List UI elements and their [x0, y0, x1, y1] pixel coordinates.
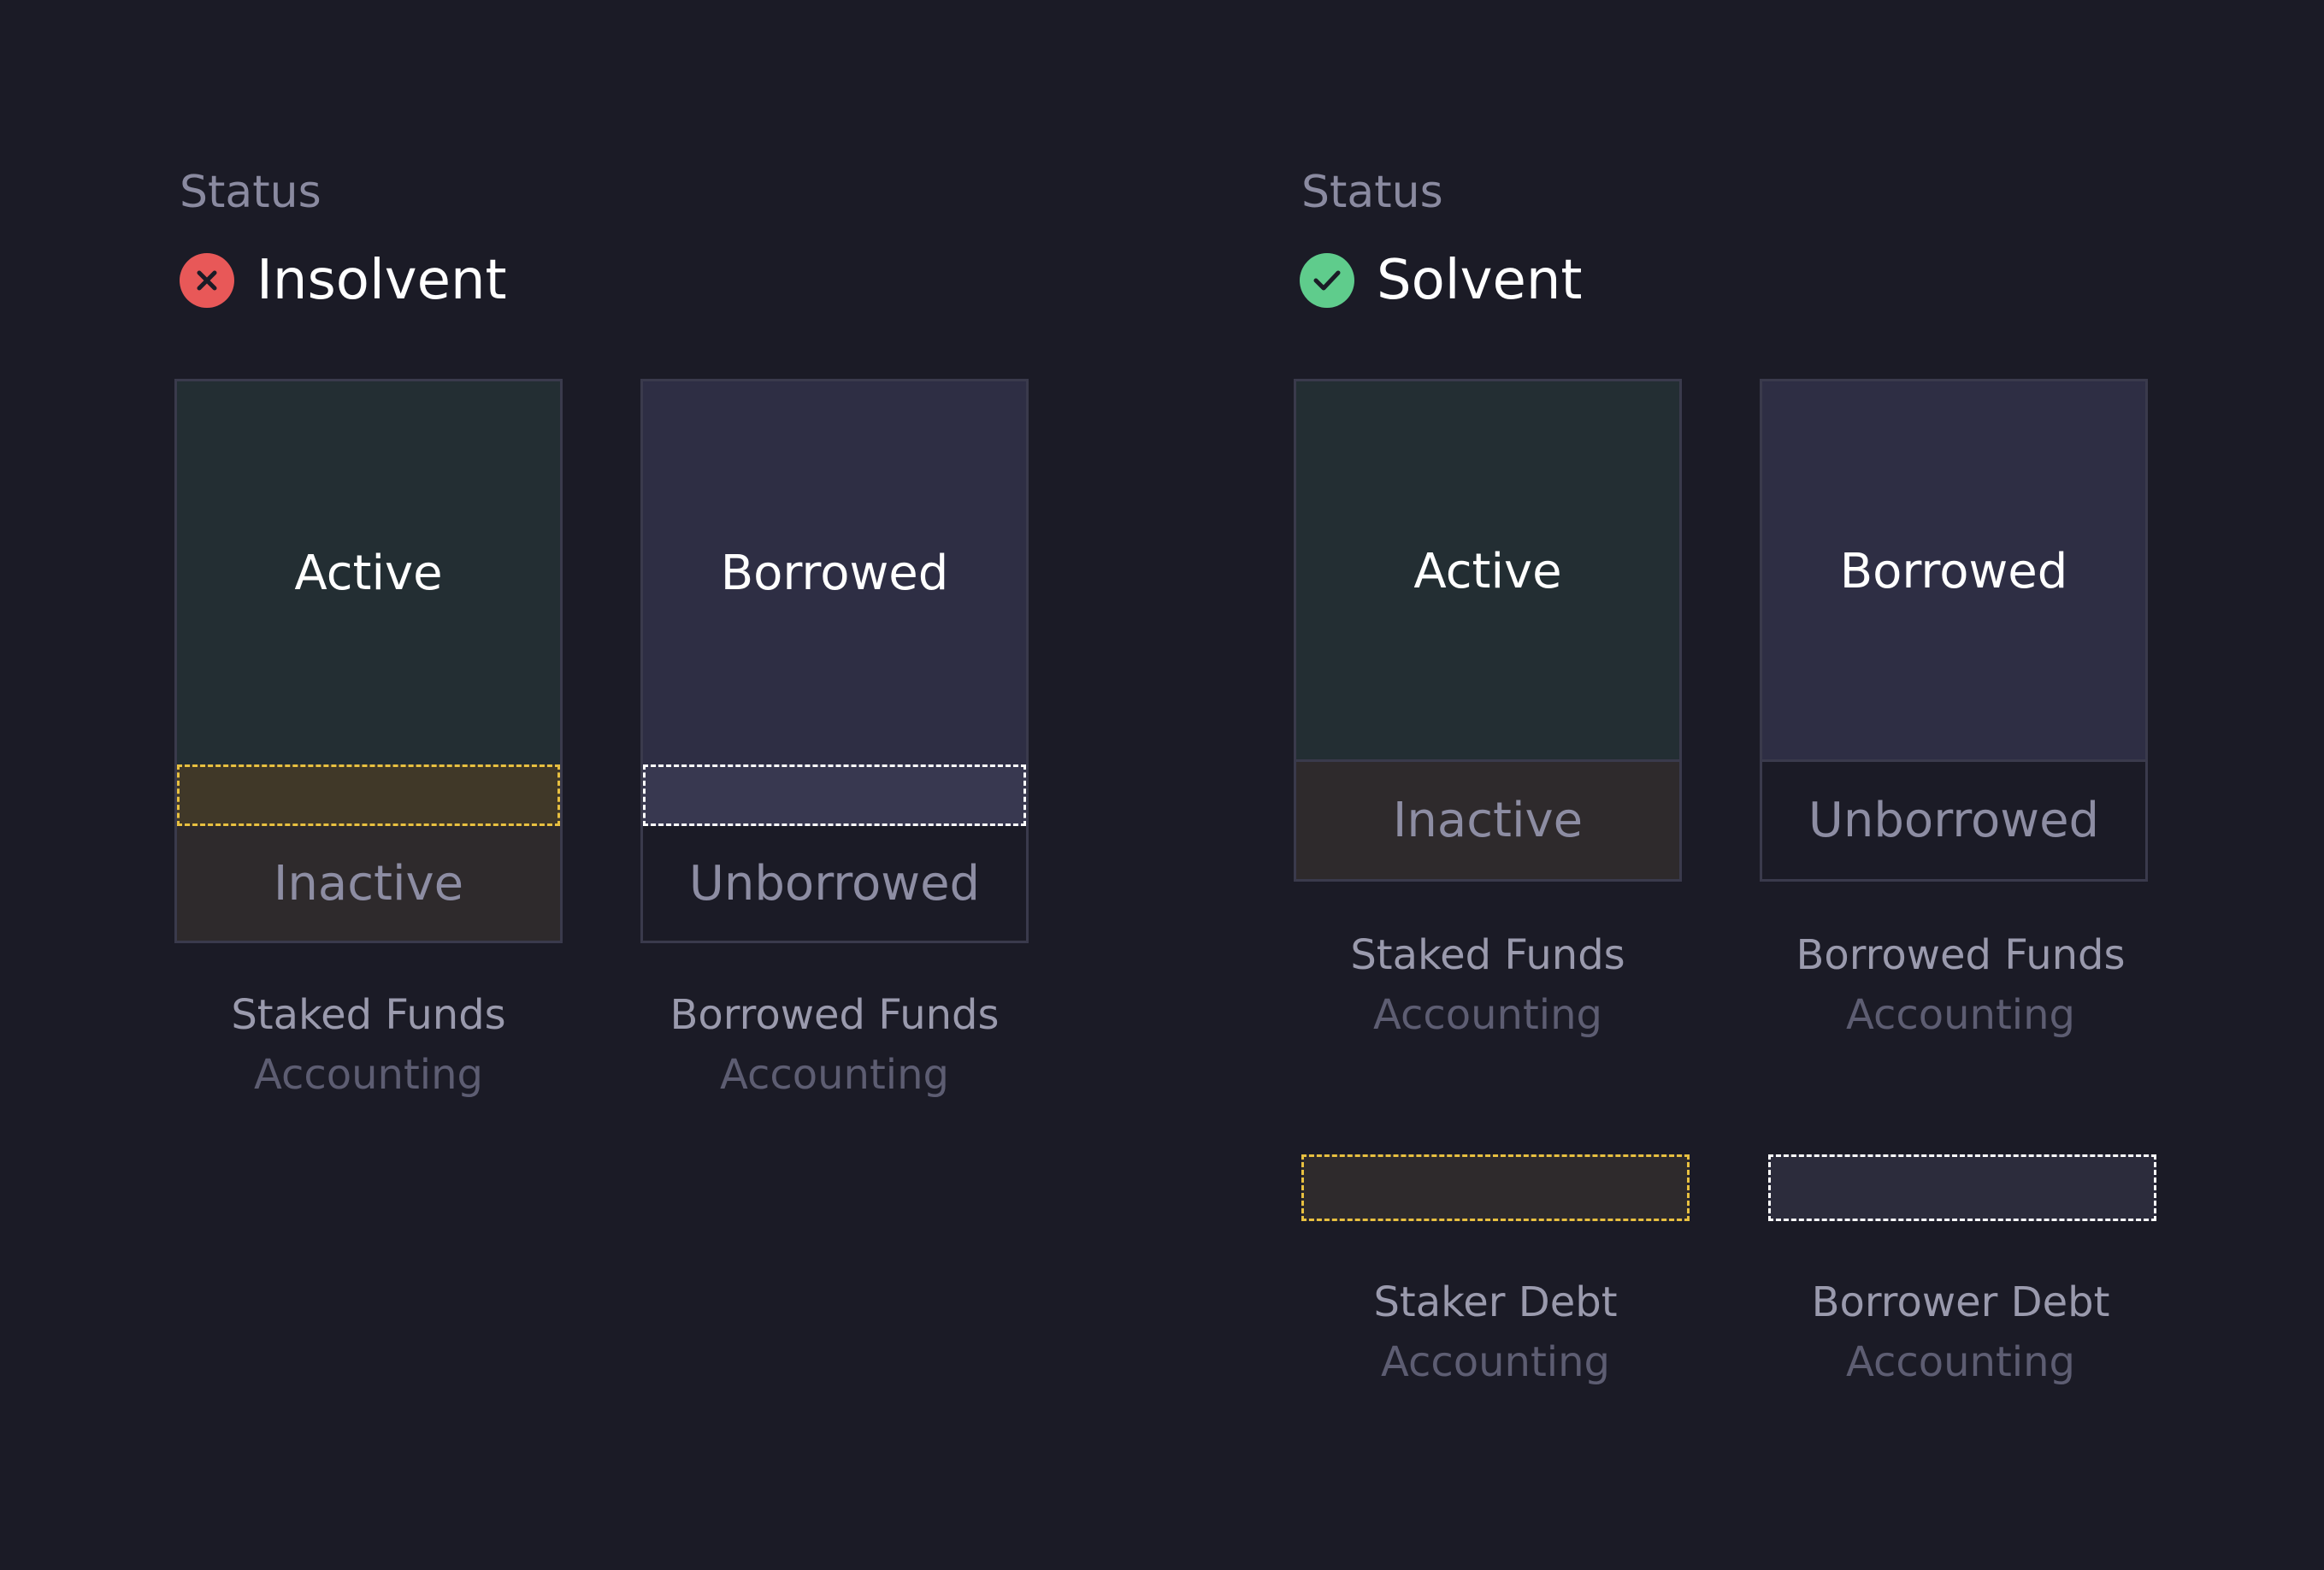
active-segment: Active: [177, 381, 560, 764]
borrowed-funds-caption: Borrowed Funds Accounting: [1760, 925, 2162, 1045]
staked-funds-stack: [174, 379, 563, 943]
status-label: Status: [1301, 167, 1443, 218]
caption-sub: Accounting: [1372, 991, 1603, 1039]
staker-debt-caption: Staker Debt Accounting: [1301, 1272, 1690, 1392]
caption-title: Staker Debt: [1373, 1278, 1618, 1326]
inactive-segment: Inactive: [1296, 762, 1679, 879]
staked-funds-stack: [1294, 379, 1682, 882]
borrower-debt-caption: Borrower Debt Accounting: [1760, 1272, 2162, 1392]
caption-sub: Accounting: [719, 1051, 950, 1099]
borrowed-segment: Borrowed: [643, 381, 1026, 764]
segment-divider: [1762, 759, 2145, 762]
active-segment: Active: [1296, 381, 1679, 761]
staker-debt-overlap: [177, 764, 560, 826]
caption-title: Borrowed Funds: [1796, 931, 2126, 979]
borrowed-segment: Borrowed: [1762, 381, 2145, 761]
caption-title: Staked Funds: [231, 991, 506, 1039]
borrower-debt-box: [1768, 1154, 2156, 1221]
status-indicator: Insolvent: [180, 250, 507, 311]
borrower-debt-overlap: [643, 764, 1026, 826]
segment-divider: [1296, 759, 1679, 762]
borrowed-funds-stack: [1760, 379, 2148, 882]
caption-sub: Accounting: [1380, 1338, 1611, 1386]
borrowed-funds-stack: [640, 379, 1029, 943]
caption-title: Staked Funds: [1350, 931, 1625, 979]
staker-debt-box: [1301, 1154, 1690, 1221]
staked-funds-caption: Staked Funds Accounting: [1294, 925, 1682, 1045]
caption-sub: Accounting: [1845, 1338, 2076, 1386]
caption-title: Borrower Debt: [1811, 1278, 2110, 1326]
check-mark-icon: [1300, 253, 1354, 308]
borrowed-funds-caption: Borrowed Funds Accounting: [640, 985, 1029, 1105]
status-solvent: Solvent: [1377, 249, 1583, 312]
inactive-segment: Inactive: [177, 826, 560, 941]
caption-title: Borrowed Funds: [669, 991, 1000, 1039]
x-mark-icon: [180, 253, 234, 308]
unborrowed-segment: Unborrowed: [1762, 762, 2145, 879]
caption-sub: Accounting: [1845, 991, 2076, 1039]
staked-funds-caption: Staked Funds Accounting: [174, 985, 563, 1105]
status-label: Status: [180, 167, 321, 218]
status-indicator: Solvent: [1300, 250, 1582, 311]
caption-sub: Accounting: [253, 1051, 484, 1099]
unborrowed-segment: Unborrowed: [643, 826, 1026, 941]
status-insolvent: Insolvent: [257, 249, 507, 312]
